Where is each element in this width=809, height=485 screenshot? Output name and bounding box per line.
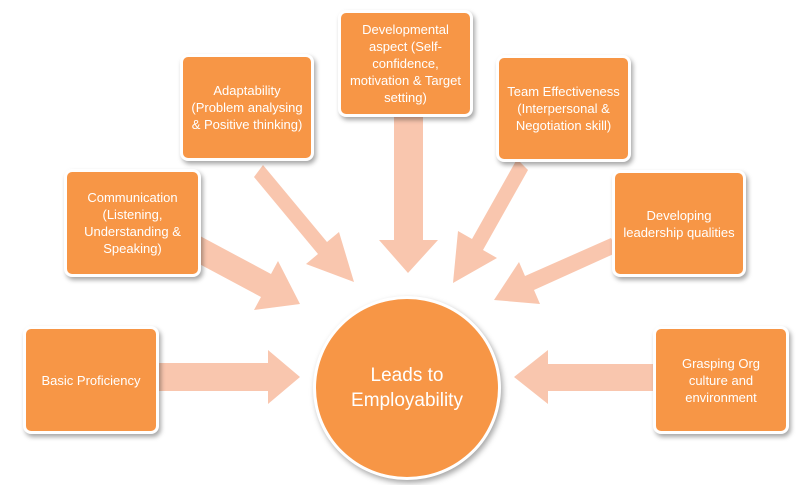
arrow-grasping-org-culture [514, 350, 658, 404]
arrow-basic-proficiency [158, 350, 300, 404]
arrow-developmental-aspect [379, 113, 438, 273]
arrow-developing-leadership [494, 238, 618, 304]
box-developmental-aspect: Developmental aspect (Self-confidence, m… [338, 10, 473, 117]
arrow-adaptability [254, 165, 354, 282]
center-label: Leads to Employability [351, 365, 463, 411]
box-communication: Communication (Listening, Understanding … [64, 169, 201, 277]
label-basic-proficiency: Basic Proficiency [41, 372, 141, 388]
center-circle: Leads to Employability [313, 296, 501, 480]
box-grasping-org-culture: Grasping Org culture and environment [653, 326, 789, 434]
label-adaptability: Adaptability (Problem analysing & Positi… [191, 83, 303, 132]
box-adaptability: Adaptability (Problem analysing & Positi… [180, 54, 314, 161]
box-developing-leadership: Developing leadership qualities [612, 170, 746, 277]
label-developmental-aspect: Developmental aspect (Self-confidence, m… [349, 22, 462, 105]
label-team-effectiveness: Team Effectiveness (Interpersonal & Nego… [507, 84, 620, 133]
arrow-team-effectiveness [453, 159, 528, 283]
label-developing-leadership: Developing leadership qualities [623, 207, 735, 240]
label-communication: Communication (Listening, Understanding … [84, 190, 181, 256]
box-team-effectiveness: Team Effectiveness (Interpersonal & Nego… [496, 55, 631, 162]
label-grasping-org-culture: Grasping Org culture and environment [681, 355, 761, 405]
box-basic-proficiency: Basic Proficiency [23, 326, 159, 434]
arrow-communication [190, 236, 300, 310]
